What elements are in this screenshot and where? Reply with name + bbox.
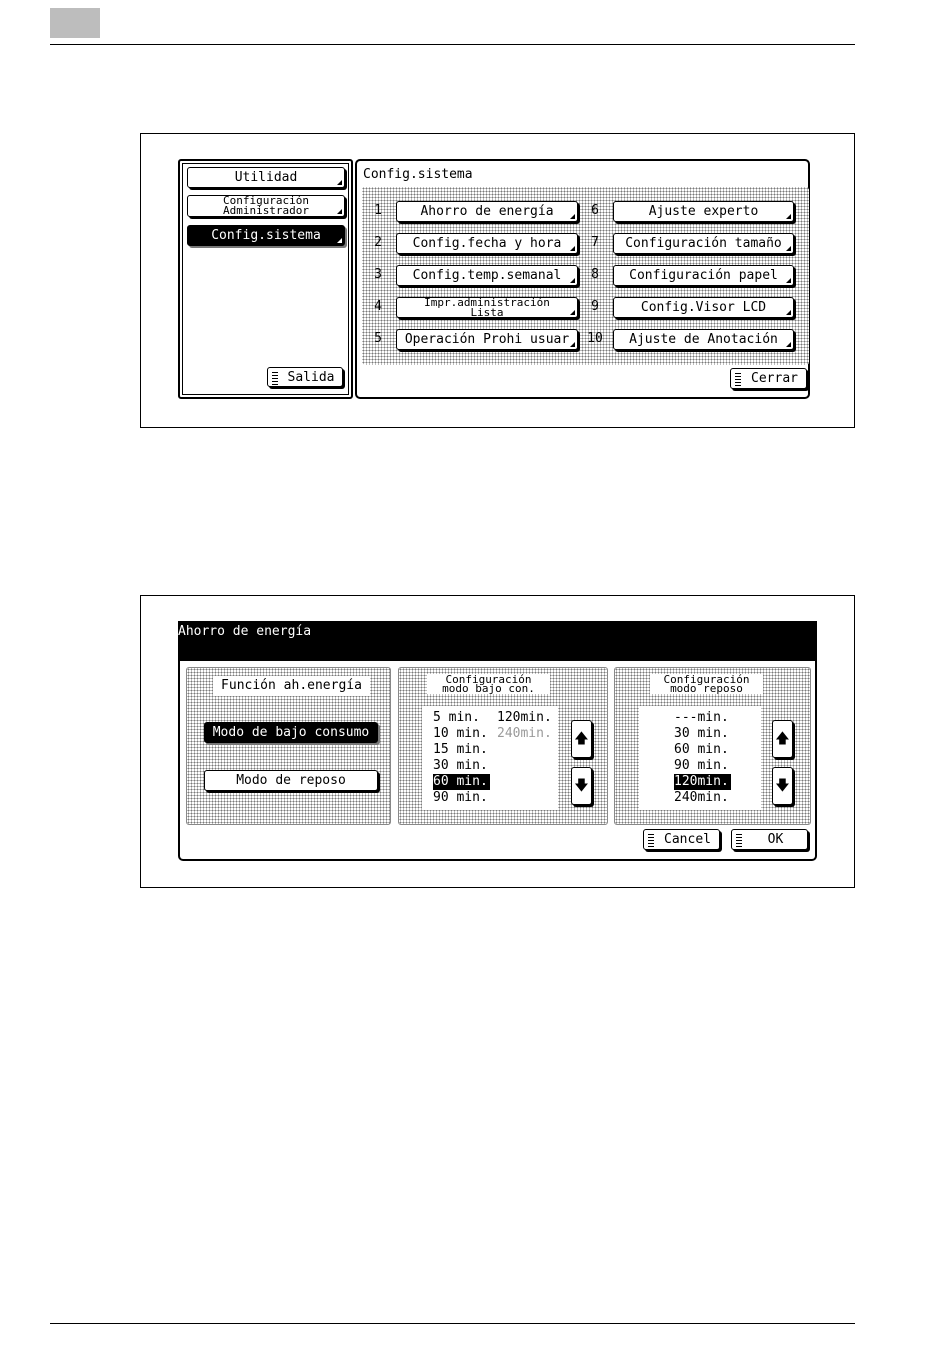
sleep-time-list: ---min. 30 min. 60 min. 90 min. 120min. …: [639, 706, 761, 810]
cancel-button[interactable]: Cancel: [643, 829, 720, 850]
item-number-8: 8: [591, 267, 599, 282]
item-number-2: 2: [374, 235, 382, 250]
cancel-label: Cancel: [664, 832, 711, 847]
sleep-scroll-up-button[interactable]: 🡅: [772, 720, 793, 758]
dialog-body: Función ah.energía Modo de bajo consumo …: [178, 661, 817, 861]
config-sistema-nav-button[interactable]: Config.sistema: [187, 225, 345, 246]
config-admin-button[interactable]: Configuración Administrador: [187, 195, 345, 217]
configuracion-papel-button[interactable]: Configuración papel: [613, 265, 794, 286]
low-power-option[interactable]: 30 min.: [433, 758, 488, 773]
config-visor-lcd-button[interactable]: Config.Visor LCD: [613, 297, 794, 318]
config-sistema-screenshot: Utilidad Configuración Administrador Con…: [140, 133, 855, 428]
ok-button[interactable]: OK: [731, 829, 808, 850]
function-header: Función ah.energía: [213, 676, 370, 696]
config-visor-lcd-label: Config.Visor LCD: [640, 300, 767, 315]
sleep-config-header-1: Configuración: [663, 673, 750, 686]
low-power-config-panel: Configuración modo bajo con. 5 min. 10 m…: [398, 667, 608, 825]
configuracion-tamano-button[interactable]: Configuración tamaño: [613, 233, 794, 254]
cerrar-label: Cerrar: [751, 371, 798, 386]
config-fecha-hora-label: Config.fecha y hora: [412, 236, 562, 251]
impr-administracion-label-1: Impr.administración: [424, 295, 550, 309]
function-panel: Función ah.energía Modo de bajo consumo …: [186, 667, 391, 825]
low-power-option[interactable]: 10 min.: [433, 726, 488, 741]
sleep-option-selected[interactable]: 120min.: [674, 774, 731, 790]
low-power-mode-button[interactable]: Modo de bajo consumo: [204, 722, 378, 743]
dialog-title: Ahorro de energía: [178, 624, 312, 639]
item-number-6: 6: [591, 203, 599, 218]
item-number-10: 10: [587, 331, 603, 346]
low-power-config-header-2: modo bajo con.: [442, 682, 535, 695]
low-power-option[interactable]: 90 min.: [433, 790, 488, 805]
arrow-down-icon: 🡇: [775, 778, 790, 794]
low-power-config-header-1: Configuración: [445, 673, 532, 686]
low-power-option-selected[interactable]: 60 min.: [433, 774, 490, 790]
cerrar-button[interactable]: Cerrar: [730, 368, 807, 389]
header-rule: [50, 44, 855, 45]
operacion-prohi-label: Operación Prohi usuar: [404, 332, 570, 347]
low-power-scroll-up-button[interactable]: 🡅: [571, 720, 592, 758]
arrow-up-icon: 🡅: [574, 731, 589, 747]
item-number-5: 5: [374, 331, 382, 346]
page-number-tab: [50, 8, 100, 38]
sleep-scroll-down-button[interactable]: 🡇: [772, 767, 793, 805]
impr-administracion-label-2: Lista: [470, 305, 504, 319]
configuracion-papel-label: Configuración papel: [629, 268, 778, 283]
sleep-mode-label: Modo de reposo: [236, 773, 346, 788]
utilidad-label: Utilidad: [234, 170, 298, 185]
low-power-scroll-down-button[interactable]: 🡇: [571, 767, 592, 805]
ajuste-experto-button[interactable]: Ajuste experto: [613, 201, 794, 222]
low-power-config-header: Configuración modo bajo con.: [427, 674, 550, 694]
sleep-option[interactable]: ---min.: [674, 710, 729, 725]
ahorro-energia-label: Ahorro de energía: [420, 204, 554, 219]
sleep-option[interactable]: 90 min.: [674, 758, 729, 773]
operacion-prohi-button[interactable]: Operación Prohi usuar: [396, 329, 578, 350]
low-power-option[interactable]: 5 min.: [433, 710, 480, 725]
ajuste-anotacion-button[interactable]: Ajuste de Anotación: [613, 329, 794, 350]
config-admin-label-1: Configuración: [222, 194, 310, 207]
sleep-config-header: Configuración modo reposo: [650, 674, 763, 694]
arrow-up-icon: 🡅: [775, 731, 790, 747]
config-fecha-hora-button[interactable]: Config.fecha y hora: [396, 233, 578, 254]
main-panel: Config.sistema 1 2 3 4 5 Ahorro de energ…: [355, 159, 810, 399]
ajuste-anotacion-label: Ajuste de Anotación: [629, 332, 778, 347]
low-power-option-disabled: 240min.: [497, 726, 552, 741]
sleep-config-header-2: modo reposo: [670, 682, 743, 695]
ahorro-energia-button[interactable]: Ahorro de energía: [396, 201, 578, 222]
menu-grid-area: 1 2 3 4 5 Ahorro de energía Config.fecha…: [362, 187, 809, 365]
footer-rule: [50, 1323, 855, 1324]
low-power-mode-label: Modo de bajo consumo: [212, 725, 370, 740]
sleep-config-panel: Configuración modo reposo ---min. 30 min…: [614, 667, 811, 825]
low-power-option[interactable]: 15 min.: [433, 742, 488, 757]
sleep-option[interactable]: 30 min.: [674, 726, 729, 741]
config-sistema-nav-label: Config.sistema: [211, 228, 321, 243]
salida-label: Salida: [287, 369, 335, 385]
configuracion-tamano-label: Configuración tamaño: [625, 236, 782, 251]
sleep-option[interactable]: 60 min.: [674, 742, 729, 757]
config-temp-semanal-button[interactable]: Config.temp.semanal: [396, 265, 578, 286]
item-number-3: 3: [374, 267, 382, 282]
config-admin-label-2: Administrador: [222, 204, 310, 217]
item-number-1: 1: [374, 203, 382, 218]
main-panel-title: Config.sistema: [363, 167, 473, 182]
item-number-4: 4: [374, 299, 382, 314]
item-number-9: 9: [591, 299, 599, 314]
impr-administracion-button[interactable]: Impr.administración Lista: [396, 297, 578, 318]
utilidad-button[interactable]: Utilidad: [187, 167, 345, 188]
sleep-mode-button[interactable]: Modo de reposo: [204, 770, 378, 791]
left-nav-panel: Utilidad Configuración Administrador Con…: [178, 159, 353, 399]
dialog-title-bar: Ahorro de energía: [178, 621, 817, 661]
sleep-option[interactable]: 240min.: [674, 790, 729, 805]
ok-label: OK: [767, 832, 784, 847]
config-temp-semanal-label: Config.temp.semanal: [412, 268, 562, 283]
arrow-down-icon: 🡇: [574, 778, 589, 794]
salida-button[interactable]: Salida: [267, 367, 343, 387]
ahorro-energia-screenshot: Ahorro de energía Función ah.energía Mod…: [140, 595, 855, 888]
ajuste-experto-label: Ajuste experto: [648, 204, 759, 219]
low-power-time-list: 5 min. 10 min. 15 min. 30 min. 60 min. 9…: [422, 706, 558, 810]
item-number-7: 7: [591, 235, 599, 250]
low-power-option[interactable]: 120min.: [497, 710, 552, 725]
